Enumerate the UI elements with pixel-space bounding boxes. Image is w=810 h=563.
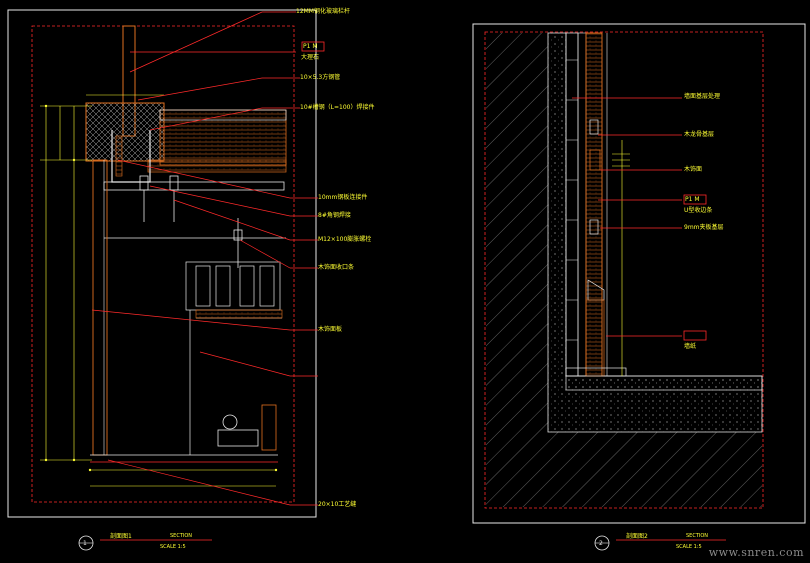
left-annotation-9: 木饰面板 <box>318 326 343 333</box>
left-detail-number: 1 <box>83 540 87 547</box>
dimension-lines-left <box>40 94 276 487</box>
floor-screed <box>565 375 763 391</box>
left-sheet-border <box>7 9 317 518</box>
right-material-tag-box-2 <box>683 330 707 341</box>
wood-veneer <box>585 32 603 377</box>
right-title-block <box>594 535 726 551</box>
left-annotation-5: 10mm钢板连接件 <box>318 194 368 201</box>
left-scale: SCALE 1:5 <box>160 544 186 550</box>
right-sheet-border <box>472 23 806 524</box>
keel-ticks <box>566 59 578 341</box>
left-annotation-10: 20×10工艺缝 <box>318 501 357 508</box>
left-annotation-2: 大理石 <box>301 54 320 61</box>
right-detail-number: 2 <box>599 540 603 547</box>
right-scale: SCALE 1:5 <box>676 544 702 550</box>
left-annotation-6: 8#角钢焊接 <box>318 212 351 219</box>
left-material-tag-box <box>301 41 325 52</box>
right-drawing-frame <box>484 31 764 509</box>
right-annotation-3: 木饰面 <box>684 166 703 173</box>
watermark: www.snren.com <box>708 546 804 559</box>
right-annotation-5: 9mm夹板基层 <box>684 224 724 231</box>
wood-keel-layer <box>565 32 579 377</box>
steel-plate <box>103 181 285 191</box>
dimension-ticks <box>44 104 278 472</box>
left-sheet <box>7 9 325 551</box>
leader-lines-right <box>572 97 682 337</box>
left-annotation-8: 木饰面收口条 <box>318 264 355 271</box>
left-annotation-3: 10×5.3方钢管 <box>300 74 341 81</box>
left-annotation-4: 10#槽钢（L=100）焊接件 <box>300 104 375 111</box>
leader-lines-left <box>91 11 318 506</box>
right-sheet <box>472 23 806 551</box>
right-annotation-4: U型收边条 <box>684 207 713 214</box>
dimension-lines-right <box>612 140 630 376</box>
wood-trim <box>195 309 283 319</box>
floor-base <box>90 404 278 463</box>
slab-bottom <box>147 159 287 173</box>
right-annotation-2: 木龙骨基层 <box>684 131 715 138</box>
plywood-base <box>577 32 587 377</box>
left-material-tag: P1 M <box>303 43 318 50</box>
right-title-en: SECTION <box>686 533 709 539</box>
mechanical-block <box>185 261 282 455</box>
right-material-tag: P1 M <box>685 196 700 203</box>
left-title-en: SECTION <box>170 533 193 539</box>
left-annotation-1: 12MM钢化玻璃栏杆 <box>296 8 350 15</box>
left-annotation-7: M12×100膨胀螺栓 <box>318 236 372 243</box>
slab-top <box>159 109 287 121</box>
anchor-bolts <box>139 175 243 268</box>
left-title-cn: 剖面图1 <box>110 533 132 540</box>
concrete-layer <box>547 32 763 433</box>
left-title-block <box>78 535 212 551</box>
right-material-tag-box-1 <box>683 194 707 205</box>
right-annotation-1: 墙面基层处理 <box>684 93 721 100</box>
wall-finish-panel <box>92 159 108 456</box>
right-annotation-6: 墙纸 <box>684 343 697 350</box>
structural-wall-hatch <box>486 33 762 507</box>
marble-cap <box>85 102 165 162</box>
left-drawing-frame <box>31 25 295 503</box>
channel-infill <box>115 135 123 177</box>
floor-slab <box>159 109 287 166</box>
skirting <box>565 367 627 377</box>
right-title-cn: 剖面图2 <box>626 533 648 540</box>
